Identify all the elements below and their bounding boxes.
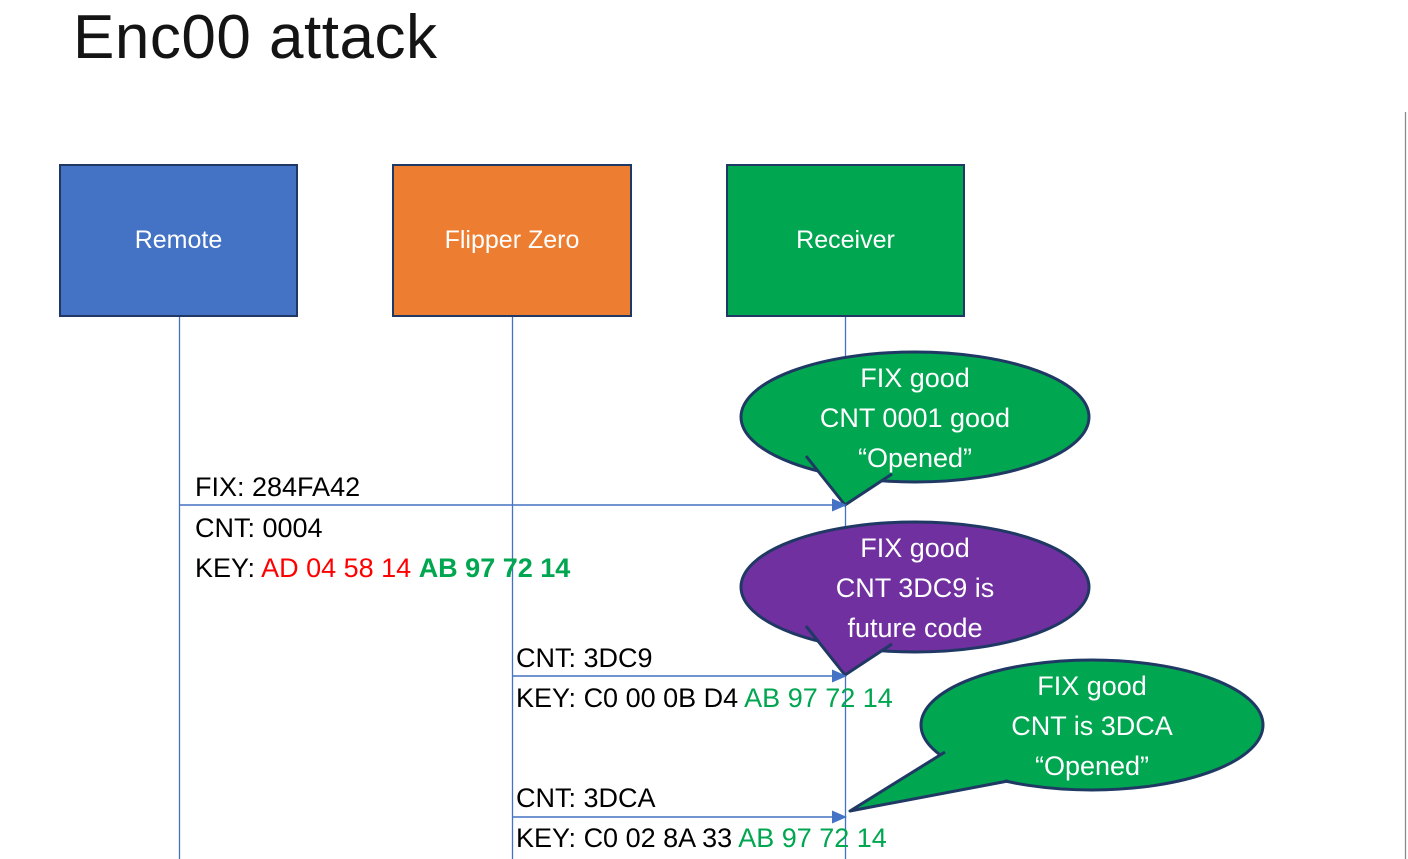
callout-line: “Opened” [1034,751,1150,781]
callout-line: CNT is 3DCA [1011,711,1173,741]
callout-ellipse [739,350,1091,484]
callout-line: FIX good [860,533,970,563]
callout-line: “Opened” [857,443,973,473]
actor-label-receiver: Receiver [796,226,895,254]
message3-cnt-label: CNT: 3DCA [516,783,656,813]
message2-key-label: KEY: C0 00 0B D4 AB 97 72 14 [516,683,893,714]
actor-box-receiver: Receiver [726,164,965,317]
callout-tail [804,625,893,677]
key-prefix: KEY: [516,683,577,713]
message-arrow-1 [179,498,847,512]
callout3-text: FIX good CNT is 3DCA “Opened” [921,666,1263,786]
message1-key-label: KEY: AD 04 58 14 AB 97 72 14 [195,553,571,584]
key-fixed-bytes: AB 97 72 14 [744,683,893,713]
message1-fix-label: FIX: 284FA42 [195,472,361,502]
message3-key-label: KEY: C0 02 8A 33 AB 97 72 14 [516,823,887,854]
callout-bubble-3 [848,658,1265,813]
callout-line: FIX good [1037,671,1147,701]
key-fixed-bytes: AB 97 72 14 [738,823,887,853]
callout-line: CNT 3DC9 is [835,573,995,603]
callout-line: CNT 0001 good [819,403,1011,433]
key-changing-bytes: AD 04 58 14 [261,553,412,583]
message-arrow-2 [512,669,847,683]
callout2-text: FIX good CNT 3DC9 is future code [741,528,1089,648]
key-prefix: KEY: [516,823,577,853]
callout-bubble-2 [739,520,1091,677]
callout-ellipse [739,520,1091,654]
message2-cnt-label: CNT: 3DC9 [516,643,653,673]
actor-label-remote: Remote [134,226,223,254]
slide-title: Enc00 attack [73,3,438,72]
actor-box-flipper-zero: Flipper Zero [392,164,632,317]
key-prefix: KEY: [195,553,256,583]
actor-label-flipper-zero: Flipper Zero [444,226,580,254]
arrowhead-icon [832,669,847,683]
callout-bubble-1 [739,350,1091,507]
callout-line: future code [847,613,983,643]
message1-cnt-label: CNT: 0004 [195,513,323,543]
callout-line: FIX good [860,363,970,393]
arrowhead-icon [832,810,847,824]
callout1-text: FIX good CNT 0001 good “Opened” [741,358,1089,478]
key-changing-bytes: C0 02 8A 33 [583,823,733,853]
key-fixed-bytes: AB 97 72 14 [418,553,571,583]
actor-box-remote: Remote [59,164,298,317]
arrowhead-icon [832,498,847,512]
callout-tail [848,750,1009,813]
message-arrow-3 [512,810,847,824]
key-changing-bytes: C0 00 0B D4 [583,683,739,713]
callout-ellipse [919,658,1265,792]
